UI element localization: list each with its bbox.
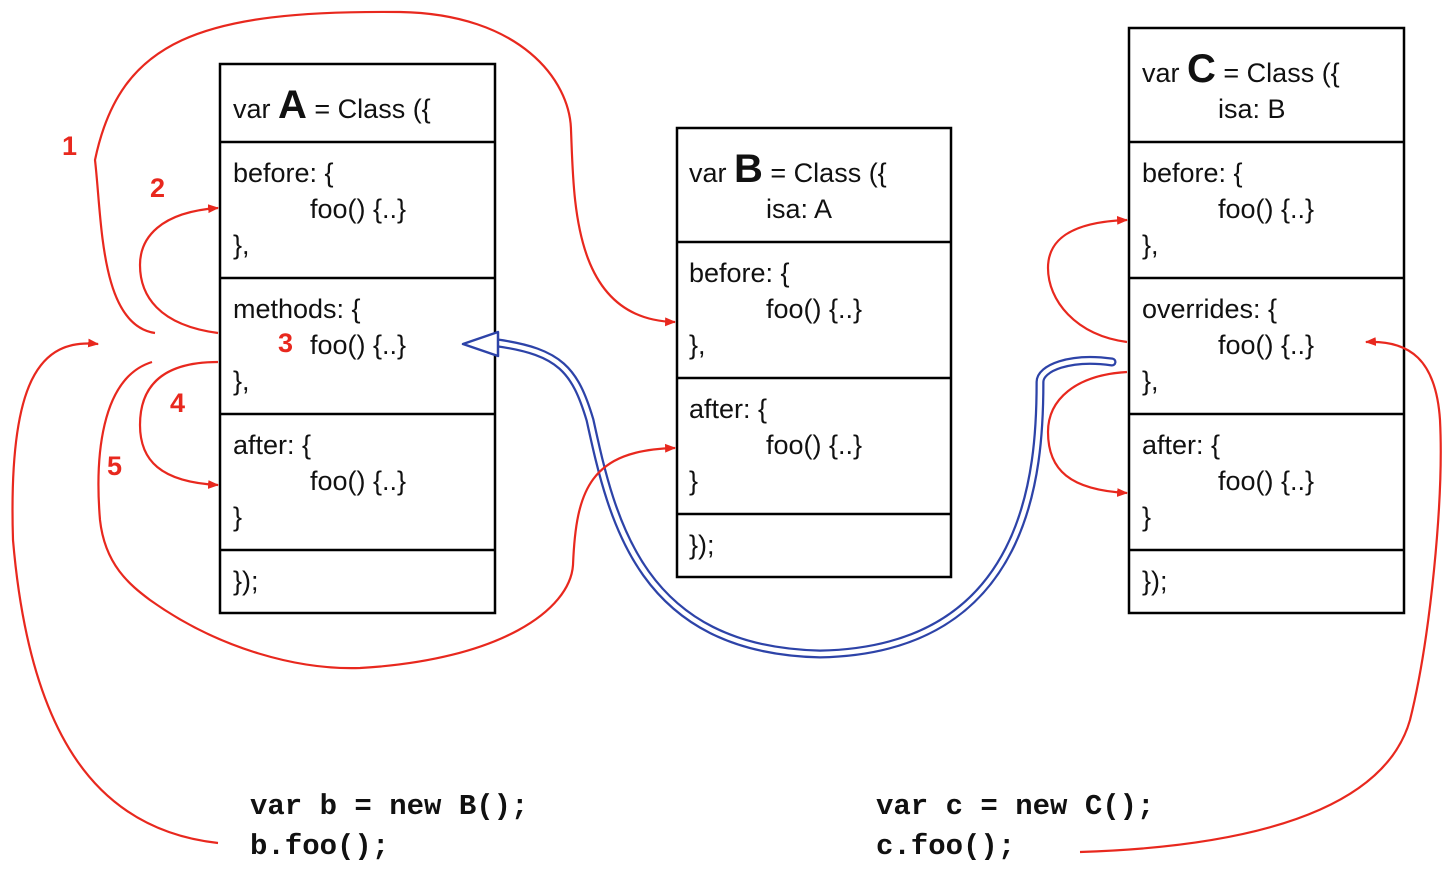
class-c-overrides-close: }, [1142, 366, 1159, 396]
class-c-end: }); [1142, 566, 1168, 596]
arrow-step-2 [138, 204, 220, 335]
class-b-after-open: after: { [689, 394, 767, 424]
code-b-line-2: b.foo(); [250, 830, 389, 863]
class-a-before-close: }, [233, 230, 250, 260]
class-b-after-close: } [689, 466, 698, 496]
step-1-label: 1 [62, 131, 77, 161]
class-c-before-open: before: { [1142, 158, 1243, 188]
class-b-end: }); [689, 530, 715, 560]
step-4-label: 4 [170, 388, 185, 418]
arrow-c-after [1046, 370, 1129, 497]
class-a-box: var A = Class ({ before: { foo() {..} },… [218, 62, 497, 615]
arrow-b-call [11, 338, 219, 845]
class-b-header: var B = Class ({ [689, 147, 887, 191]
class-c-isa: isa: B [1218, 94, 1286, 124]
class-c-after-open: after: { [1142, 430, 1220, 460]
class-a-methods-open: methods: { [233, 294, 361, 324]
code-b-line-1: var b = new B(); [250, 790, 528, 823]
arrow-step-5 [97, 360, 677, 670]
class-a-name: A [278, 83, 307, 127]
step-3-label: 3 [278, 328, 293, 358]
class-c-header: var C = Class ({ [1142, 47, 1340, 91]
class-c-box: var C = Class ({ isa: B before: { foo() … [1127, 26, 1406, 615]
class-c-overrides-foo: foo() {..} [1218, 330, 1314, 360]
arrow-step-1 [93, 10, 677, 335]
class-c-after-close: } [1142, 502, 1151, 532]
class-a-after-foo: foo() {..} [310, 466, 406, 496]
class-b-after-foo: foo() {..} [766, 430, 862, 460]
class-b-before-open: before: { [689, 258, 790, 288]
class-a-after-close: } [233, 502, 242, 532]
arrow-c-call [1079, 337, 1442, 854]
arrow-c-before [1046, 215, 1129, 344]
step-2-label: 2 [150, 173, 165, 203]
class-a-after-open: after: { [233, 430, 311, 460]
blue-arrow-head [461, 330, 500, 358]
code-c-line-2: c.foo(); [876, 830, 1015, 863]
blue-inherit-arrow [461, 330, 1117, 659]
step-5-label: 5 [107, 451, 122, 481]
class-b-before-foo: foo() {..} [766, 294, 862, 324]
arrow-step-4 [138, 360, 220, 489]
code-c-line-1: var c = new C(); [876, 790, 1154, 823]
class-b-box: var B = Class ({ isa: A before: { foo() … [675, 126, 953, 579]
class-b-isa: isa: A [766, 194, 832, 224]
class-a-before-open: before: { [233, 158, 334, 188]
class-a-header: var A = Class ({ [233, 83, 431, 127]
class-c-overrides-open: overrides: { [1142, 294, 1277, 324]
code-snippet-c: var c = new C(); c.foo(); [876, 790, 1154, 863]
class-c-before-close: }, [1142, 230, 1159, 260]
class-a-end: }); [233, 566, 259, 596]
class-a-methods-foo: foo() {..} [310, 330, 406, 360]
code-snippet-b: var b = new B(); b.foo(); [250, 790, 528, 863]
class-b-name: B [734, 147, 763, 191]
red-flow-arrows [11, 10, 1442, 854]
class-c-after-foo: foo() {..} [1218, 466, 1314, 496]
class-c-name: C [1187, 47, 1216, 91]
class-a-before-foo: foo() {..} [310, 194, 406, 224]
class-c-before-foo: foo() {..} [1218, 194, 1314, 224]
class-a-methods-close: }, [233, 366, 250, 396]
class-b-before-close: }, [689, 330, 706, 360]
